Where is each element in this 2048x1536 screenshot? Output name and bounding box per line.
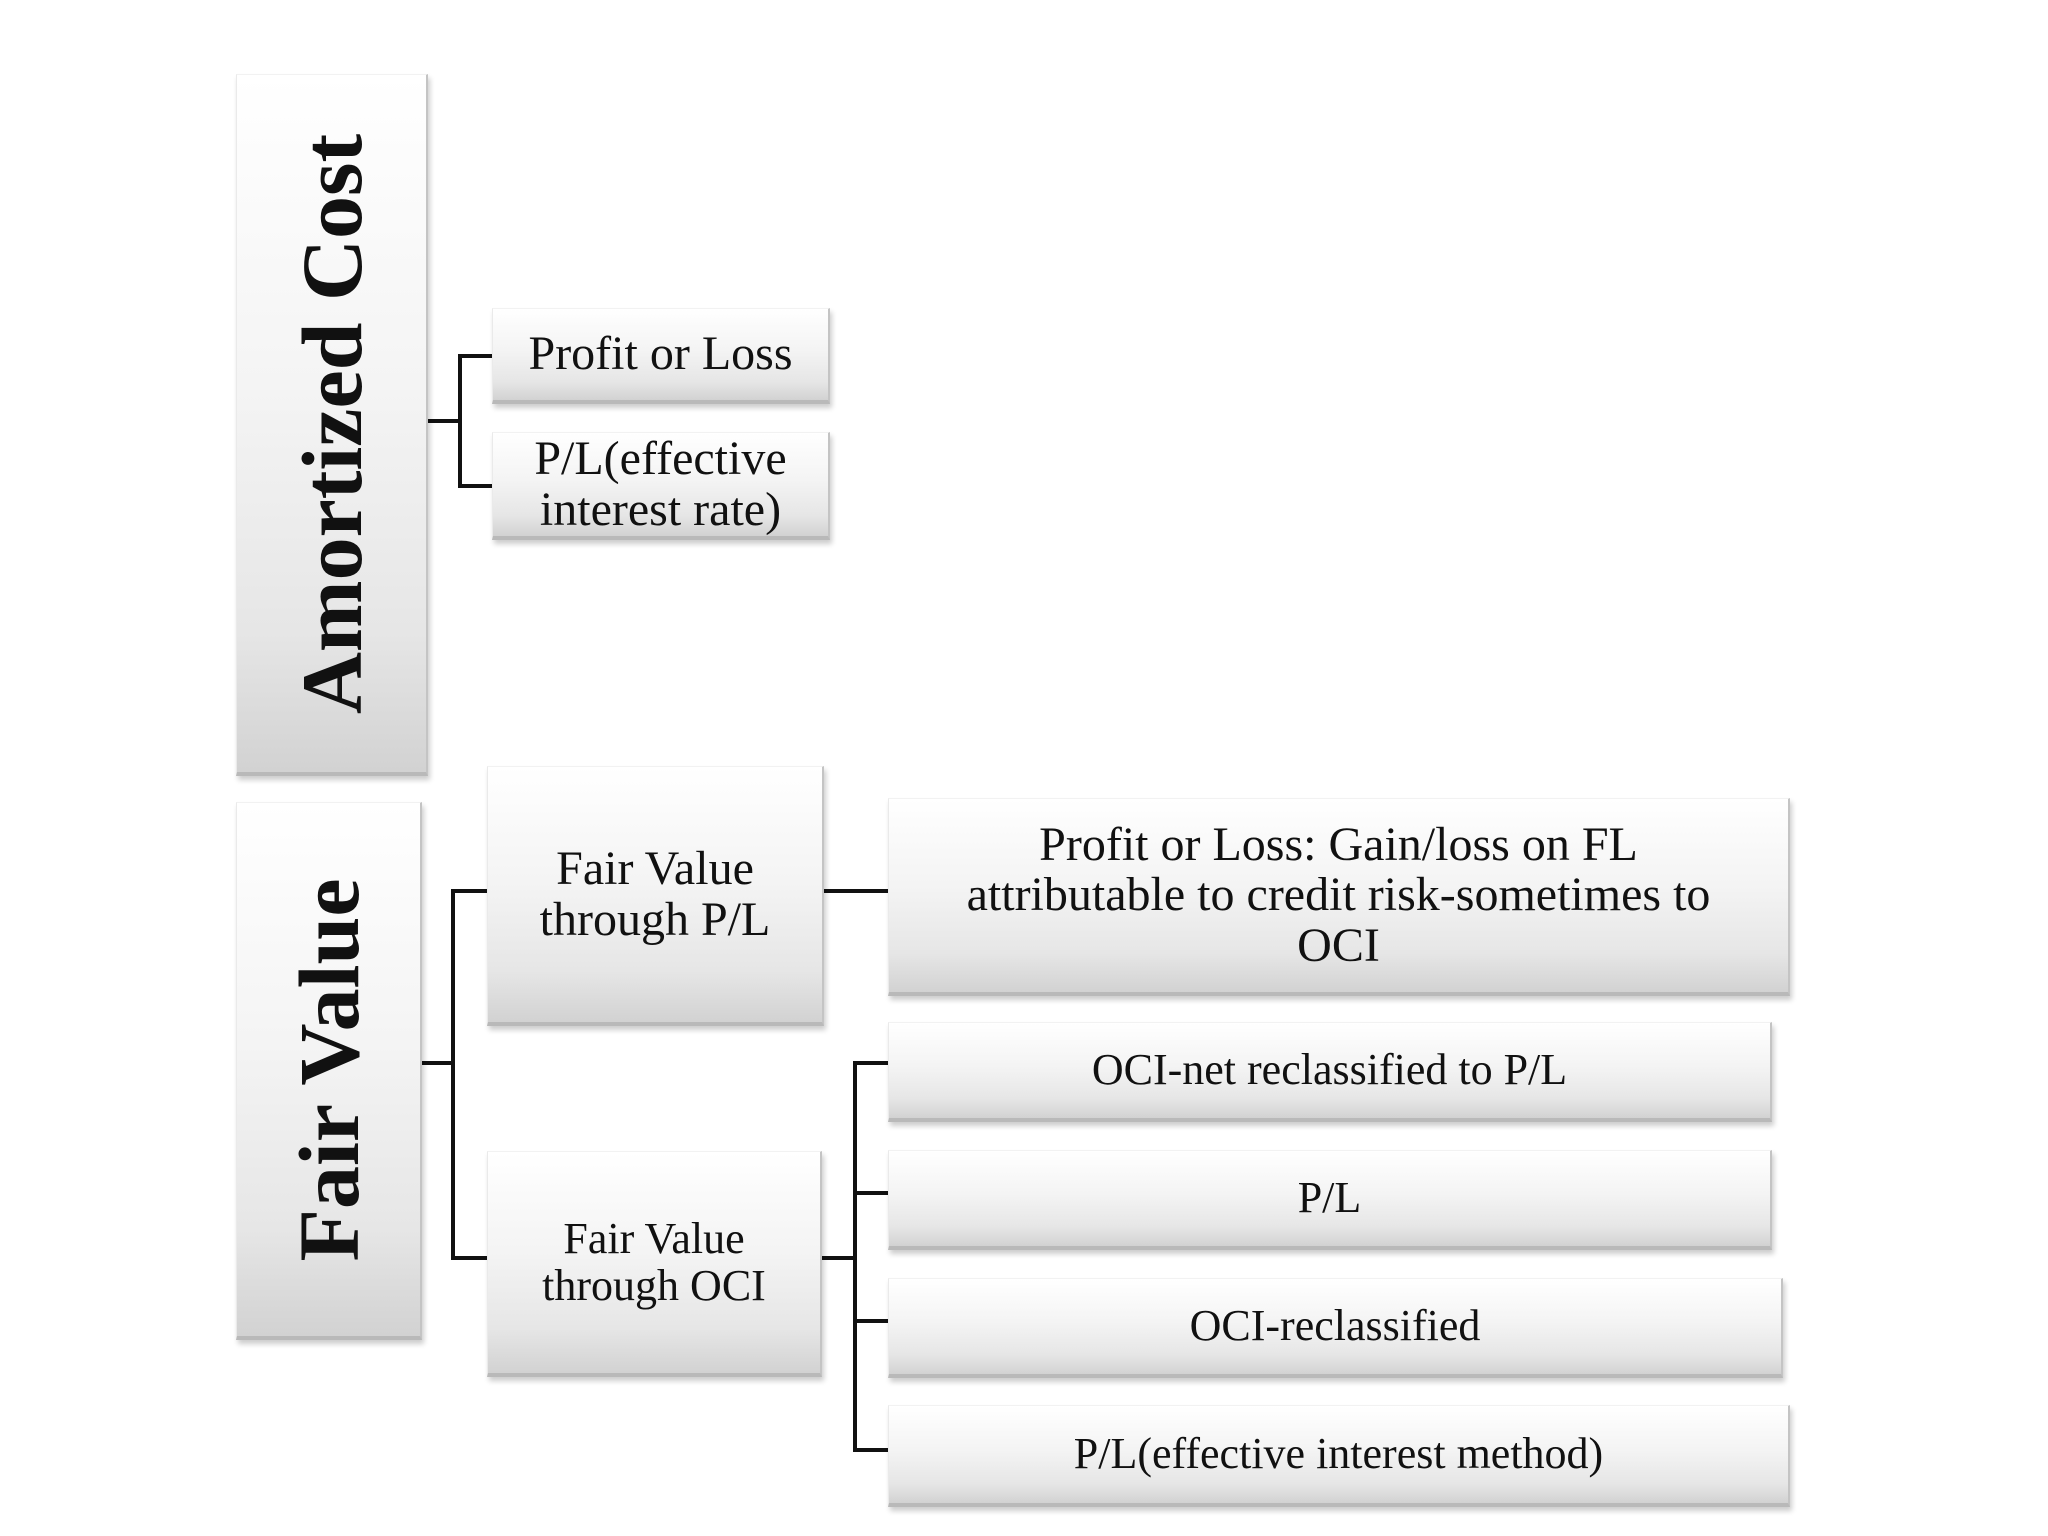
- profit-or-loss-label: Profit or Loss: [528, 327, 793, 381]
- oci-reclassified-label: OCI-reclassified: [1189, 1301, 1481, 1351]
- fv-through-oci-label: Fair Value through OCI: [542, 1214, 766, 1310]
- pl-effective-interest-rate-box: P/L(effective interest rate): [492, 432, 830, 540]
- pl-effective-interest-method-box: P/L(effective interest method): [888, 1405, 1790, 1507]
- pl-effective-interest-rate-label: P/L(effective interest rate): [534, 432, 787, 536]
- fair-value-box: Fair Value: [236, 802, 422, 1340]
- fair-value-label: Fair Value: [280, 877, 377, 1262]
- pl-label: P/L: [1297, 1173, 1362, 1223]
- oci-net-reclassified-label: OCI-net reclassified to P/L: [1091, 1045, 1568, 1095]
- amortized-cost-label: Amortized Cost: [283, 133, 380, 714]
- pl-effective-interest-method-label: P/L(effective interest method): [1073, 1429, 1604, 1479]
- profit-or-loss-box: Profit or Loss: [492, 308, 830, 404]
- credit-risk-label: Profit or Loss: Gain/loss on FL attribut…: [966, 817, 1711, 972]
- fv-through-pl-label: Fair Value through P/L: [539, 842, 771, 946]
- fv-through-pl-box: Fair Value through P/L: [487, 766, 824, 1026]
- credit-risk-box: Profit or Loss: Gain/loss on FL attribut…: [888, 798, 1790, 996]
- pl-box: P/L: [888, 1150, 1772, 1250]
- fv-through-oci-box: Fair Value through OCI: [487, 1151, 822, 1377]
- oci-reclassified-box: OCI-reclassified: [888, 1278, 1783, 1378]
- oci-net-reclassified-box: OCI-net reclassified to P/L: [888, 1022, 1772, 1122]
- amortized-cost-box: Amortized Cost: [236, 74, 428, 776]
